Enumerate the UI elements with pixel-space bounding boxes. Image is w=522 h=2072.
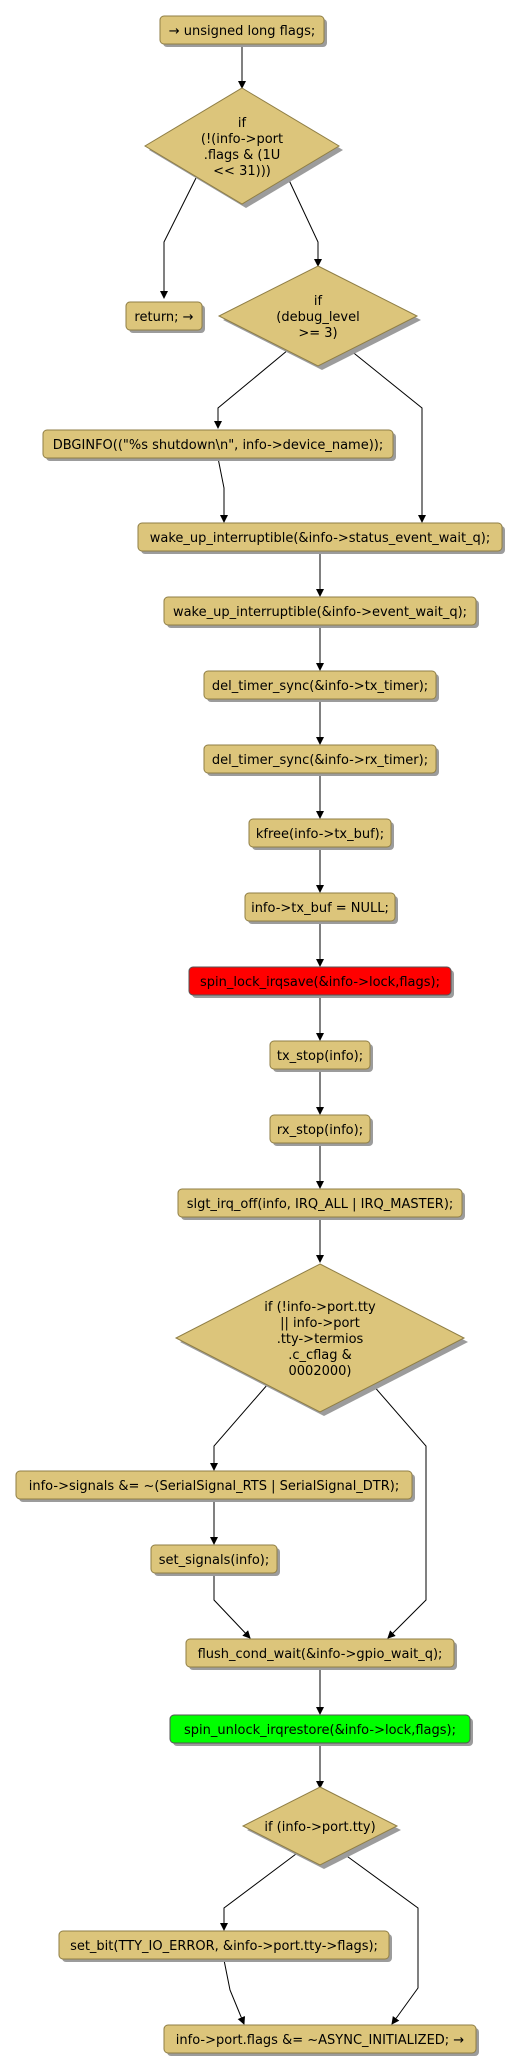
node-signals-clear: info->signals &= ~(SerialSignal_RTS | Se…: [15, 1470, 415, 1502]
node-box: [177, 1188, 463, 1218]
node-box: [163, 2024, 477, 2054]
node-box: [125, 301, 203, 331]
edge-set-signals-to-flush: [213, 1574, 251, 1639]
del-tx-timer-text: del_timer_sync(&info->tx_timer);: [212, 679, 428, 694]
node-set-bit: set_bit(TTY_IO_ERROR, &info->port.tty->f…: [58, 1930, 392, 1962]
decision-diamond: [217, 265, 419, 367]
spin-unlock-text: spin_unlock_irqrestore(&info->lock,flags…: [184, 1723, 456, 1738]
node-box: [185, 1638, 455, 1668]
node-return-early: return; →: [125, 301, 205, 333]
if-port-tty-text: if (info->port.tty): [264, 1820, 375, 1835]
node-box: [137, 522, 503, 552]
if-tty-text-line-4: .c_cflag &: [288, 1348, 352, 1363]
edge-if-tty-to-signals-clear: [210, 1383, 269, 1471]
rx-stop-text: rx_stop(info);: [277, 1123, 363, 1138]
decision-if-port-tty: if (info->port.tty): [241, 1786, 401, 1869]
kfree-tx-buf-text: kfree(info->tx_buf);: [256, 827, 384, 842]
node-wake-event: wake_up_interruptible(&info->event_wait_…: [163, 596, 479, 628]
node-end: info->port.flags &= ~ASYNC_INITIALIZED; …: [163, 2024, 479, 2056]
edge-if-port-flags-to-return: [160, 177, 197, 299]
if-debug-level-text-line-3: >= 3): [298, 326, 337, 341]
if-tty-text-line-3: .tty->termios: [277, 1332, 364, 1347]
edge-if-tty-to-flush: [371, 1383, 427, 1639]
edge-if-port-flags-to-if-debug: [287, 177, 322, 267]
node-box: [203, 744, 437, 774]
if-debug-level-text-line-1: if: [314, 294, 323, 309]
decision-diamond: [174, 1263, 466, 1413]
node-set-signals: set_signals(info);: [150, 1544, 280, 1576]
node-dbginfo: DBGINFO(("%s shutdown\n", info->device_n…: [42, 429, 396, 461]
signals-clear-text: info->signals &= ~(SerialSignal_RTS | Se…: [29, 1479, 400, 1494]
dbginfo-text: DBGINFO(("%s shutdown\n", info->device_n…: [53, 438, 384, 453]
node-box: [244, 892, 396, 922]
flush-cond-wait-text: flush_cond_wait(&info->gpio_wait_q);: [198, 1647, 443, 1662]
del-rx-timer-text: del_timer_sync(&info->rx_timer);: [212, 753, 428, 768]
node-del-rx-timer: del_timer_sync(&info->rx_timer);: [203, 744, 439, 776]
node-tx-stop: tx_stop(info);: [269, 1040, 373, 1072]
if-debug-level-text-line-2: (debug_level: [276, 310, 359, 325]
if-tty-text-line-1: if (!info->port.tty: [264, 1300, 376, 1315]
node-tx-buf-null: info->tx_buf = NULL;: [244, 892, 398, 924]
edge-if-debug-to-dbginfo: [214, 349, 289, 429]
edge-if-debug-to-wake-status: [349, 349, 426, 523]
spin-lock-text: spin_lock_irqsave(&info->lock,flags);: [200, 975, 440, 990]
irq-off-text: slgt_irq_off(info, IRQ_ALL | IRQ_MASTER)…: [187, 1197, 454, 1212]
edge-set-bit-to-end: [223, 1959, 246, 2025]
node-rx-stop: rx_stop(info);: [269, 1114, 373, 1146]
set-bit-text: set_bit(TTY_IO_ERROR, &info->port.tty->f…: [70, 1939, 378, 1954]
end-text: info->port.flags &= ~ASYNC_INITIALIZED; …: [176, 2033, 465, 2048]
return-early-text: return; →: [134, 310, 193, 325]
if-port-flags-text-line-2: (!(info->port: [201, 132, 283, 147]
node-box: [169, 1714, 471, 1744]
if-port-flags-text-line-1: if: [238, 116, 247, 131]
node-box: [42, 429, 394, 459]
decision-if-port-flags: if(!(info->port.flags & (1U<< 31))): [144, 87, 343, 208]
node-box: [269, 1040, 371, 1070]
node-kfree-tx-buf: kfree(info->tx_buf);: [248, 818, 394, 850]
decision-if-tty: if (!info->port.tty|| info->port.tty->te…: [174, 1263, 468, 1416]
node-box: [203, 670, 437, 700]
if-port-flags-text-line-4: << 31))): [213, 164, 271, 179]
set-signals-text: set_signals(info);: [159, 1553, 270, 1568]
node-box: [159, 15, 325, 45]
node-box: [15, 1470, 413, 1500]
node-spin-unlock: spin_unlock_irqrestore(&info->lock,flags…: [169, 1714, 473, 1746]
if-tty-text-line-2: || info->port: [280, 1316, 360, 1331]
nodes: → unsigned long flags;if(!(info->port.fl…: [15, 15, 505, 2056]
if-tty-text-line-5: 0002000): [289, 1364, 352, 1379]
if-port-flags-text-line-3: .flags & (1U: [204, 148, 281, 163]
edge-if-port-tty-to-set-bit: [220, 1853, 297, 1931]
node-spin-lock: spin_lock_irqsave(&info->lock,flags);: [188, 966, 454, 998]
node-start: → unsigned long flags;: [159, 15, 327, 47]
node-del-tx-timer: del_timer_sync(&info->tx_timer);: [203, 670, 439, 702]
edge-if-port-tty-to-end: [343, 1853, 419, 2025]
tx-buf-null-text: info->tx_buf = NULL;: [251, 901, 389, 916]
node-box: [188, 966, 452, 996]
node-box: [269, 1114, 371, 1144]
node-box: [163, 596, 477, 626]
decision-diamond: [144, 87, 340, 205]
node-irq-off: slgt_irq_off(info, IRQ_ALL | IRQ_MASTER)…: [177, 1188, 465, 1220]
start-text: → unsigned long flags;: [169, 24, 316, 39]
node-flush-cond-wait: flush_cond_wait(&info->gpio_wait_q);: [185, 1638, 457, 1670]
node-box: [248, 818, 392, 848]
decision-diamond: [241, 1786, 399, 1866]
node-box: [58, 1930, 390, 1960]
node-box: [150, 1544, 278, 1574]
edges: [160, 44, 427, 2025]
tx-stop-text: tx_stop(info);: [277, 1049, 363, 1064]
wake-event-text: wake_up_interruptible(&info->event_wait_…: [173, 605, 467, 620]
wake-status-text: wake_up_interruptible(&info->status_even…: [150, 531, 491, 546]
node-wake-status: wake_up_interruptible(&info->status_even…: [137, 522, 505, 554]
edge-dbginfo-to-wake-status: [217, 457, 228, 523]
decision-if-debug-level: if(debug_level>= 3): [217, 265, 421, 370]
